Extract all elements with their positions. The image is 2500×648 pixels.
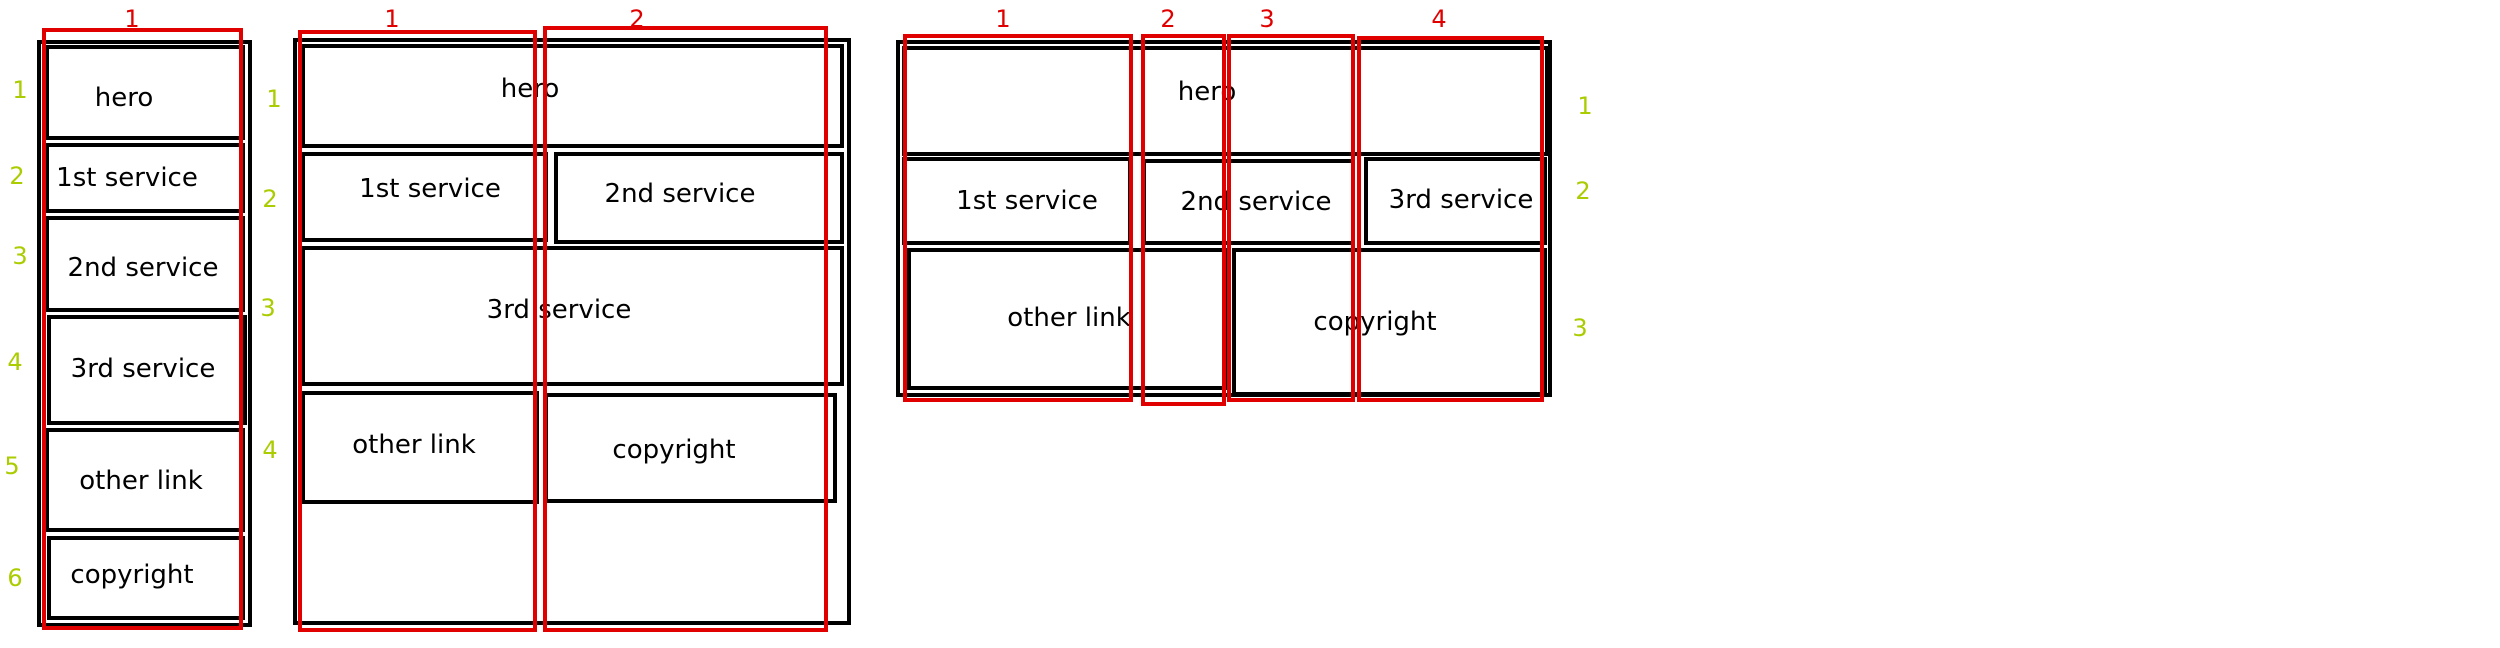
first-service-label: 1st service — [359, 174, 501, 204]
column-marker — [1141, 34, 1226, 406]
third-service-cell — [1364, 157, 1547, 245]
column-number: 1 — [124, 5, 140, 33]
row-number: 2 — [262, 185, 278, 213]
other-link-cell — [907, 248, 1228, 390]
first-service-cell — [45, 143, 245, 213]
other-link-label: other link — [79, 466, 203, 496]
column-marker — [42, 28, 243, 630]
row-number: 3 — [260, 294, 276, 322]
column-number: 1 — [384, 5, 400, 33]
third-service-label: 3rd service — [70, 354, 216, 384]
copyright-cell — [47, 536, 245, 620]
row-number: 2 — [1575, 177, 1591, 205]
second-service-cell — [45, 216, 245, 312]
column-marker — [1227, 34, 1355, 402]
first-service-label: 1st service — [56, 163, 198, 193]
first-service-label: 1st service — [956, 186, 1098, 216]
other-link-label: other link — [1007, 303, 1131, 333]
other-link-label: other link — [352, 430, 476, 460]
second-service-cell — [1142, 159, 1355, 245]
second-service-cell — [554, 152, 844, 244]
column-marker — [543, 26, 828, 632]
row-number: 4 — [7, 348, 23, 376]
copyright-cell — [1232, 248, 1547, 396]
column-number: 3 — [1259, 5, 1275, 33]
row-number: 6 — [7, 564, 23, 592]
column-number: 2 — [1160, 5, 1176, 33]
other-link-cell — [45, 428, 245, 532]
other-link-cell — [301, 391, 539, 504]
third-service-label: 3rd service — [1388, 185, 1534, 215]
column-number: 1 — [995, 5, 1011, 33]
row-number: 4 — [262, 436, 278, 464]
second-service-label: 2nd service — [604, 179, 756, 209]
row-number: 3 — [12, 242, 28, 270]
copyright-label: copyright — [612, 435, 736, 465]
column-marker — [1357, 36, 1544, 402]
hero-label: hero — [94, 83, 154, 113]
copyright-label: copyright — [70, 560, 194, 590]
hero-cell — [45, 45, 245, 140]
row-number: 3 — [1572, 314, 1588, 342]
first-service-cell — [301, 152, 548, 242]
row-number: 1 — [1577, 92, 1593, 120]
first-service-cell — [902, 157, 1132, 245]
column-number: 2 — [629, 5, 645, 33]
row-number: 1 — [266, 85, 282, 113]
column-number: 4 — [1431, 5, 1447, 33]
hero-label: hero — [1177, 77, 1237, 107]
third-service-cell — [301, 246, 844, 386]
row-number: 2 — [9, 162, 25, 190]
row-number: 1 — [12, 76, 28, 104]
hero-label: hero — [500, 74, 560, 104]
second-service-label: 2nd service — [67, 253, 219, 283]
column-marker — [298, 30, 537, 632]
column-marker — [903, 34, 1133, 402]
row-number: 5 — [4, 452, 20, 480]
second-service-label: 2nd service — [1180, 187, 1332, 217]
copyright-cell — [544, 393, 837, 503]
third-service-label: 3rd service — [486, 295, 632, 325]
copyright-label: copyright — [1313, 307, 1437, 337]
third-service-cell — [47, 315, 247, 425]
hero-cell — [301, 44, 844, 148]
